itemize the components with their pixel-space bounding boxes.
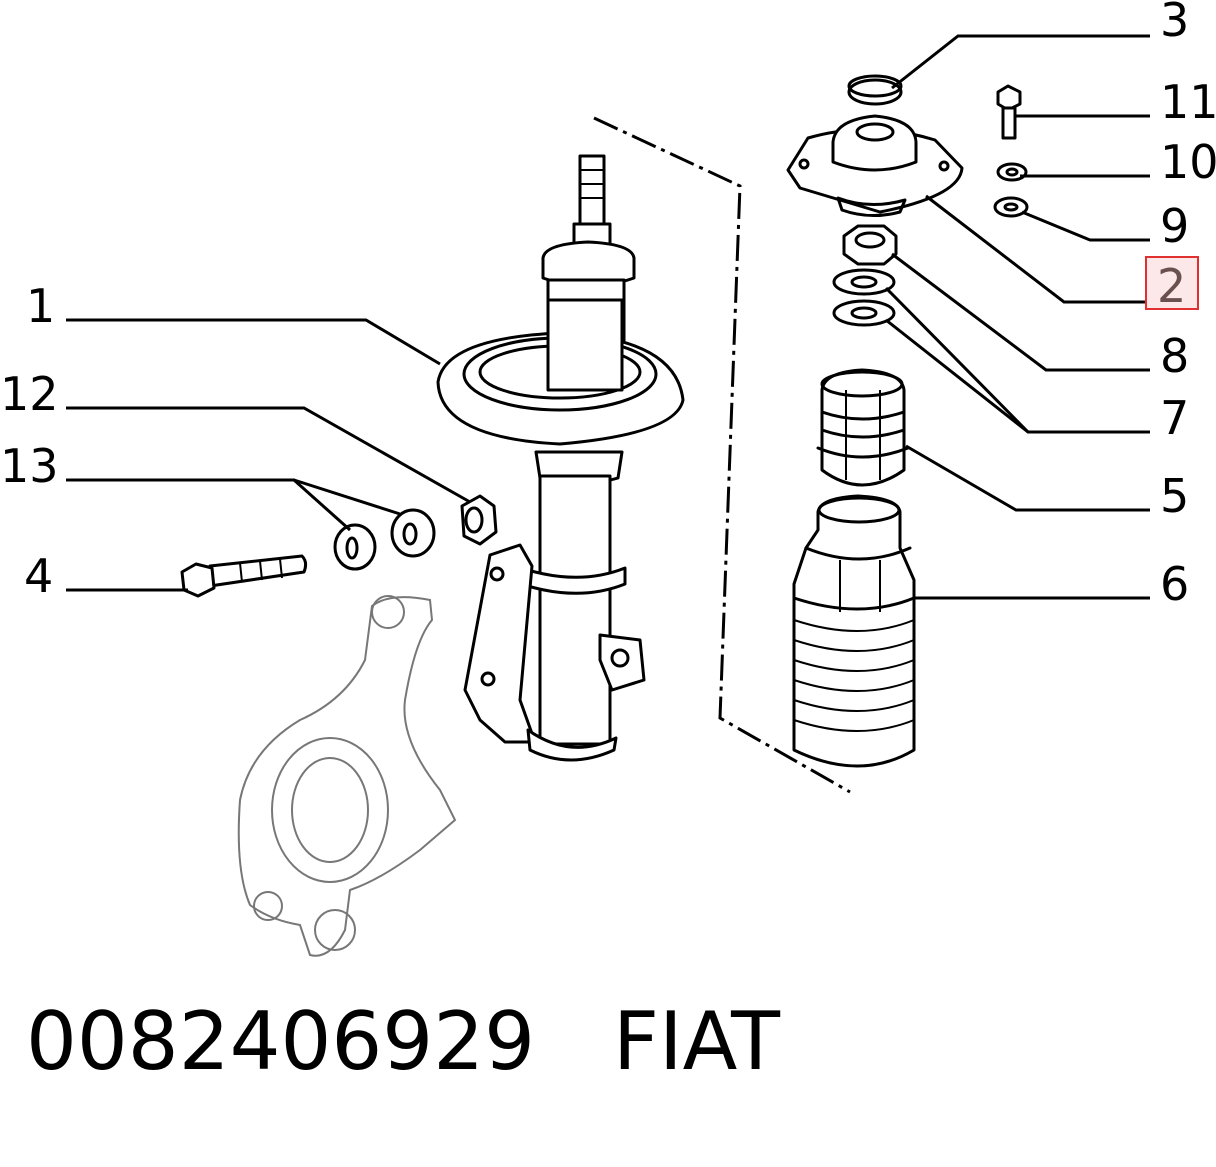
washer-13b xyxy=(390,508,436,558)
bump-stop-5 xyxy=(816,368,910,487)
callout-11: 11 xyxy=(1160,75,1216,129)
steering-knuckle xyxy=(237,595,457,957)
callout-4: 4 xyxy=(24,549,53,603)
part-number: 0082406929 xyxy=(26,995,535,1088)
washer-7a xyxy=(832,268,896,296)
top-strut-mount-2 xyxy=(786,114,964,217)
nut-8 xyxy=(842,224,898,266)
callout-1: 1 xyxy=(26,279,55,333)
leader-8 xyxy=(891,252,1150,372)
leader-13 xyxy=(66,478,351,532)
callout-5: 5 xyxy=(1160,469,1189,523)
leader-5 xyxy=(905,444,1150,512)
nut-12 xyxy=(460,494,498,546)
callout-10: 10 xyxy=(1160,135,1216,189)
bolt-4 xyxy=(180,554,308,598)
leader-7b xyxy=(885,318,1029,434)
cap-3 xyxy=(847,74,903,106)
callout-7: 7 xyxy=(1160,391,1189,445)
callout-9: 9 xyxy=(1160,199,1189,253)
leader-12 xyxy=(66,406,471,504)
dust-boot-6 xyxy=(792,494,916,768)
exploded-strut-diagram: 1 12 13 4 3 11 10 9 2 8 7 5 6 xyxy=(0,0,1216,957)
callout-3: 3 xyxy=(1160,0,1189,47)
washer-7b xyxy=(832,299,896,327)
shock-absorber-strut xyxy=(436,154,685,762)
leader-3 xyxy=(891,34,1150,90)
leader-13b xyxy=(293,478,401,516)
bolt-11 xyxy=(996,84,1022,140)
highlight-box xyxy=(1145,256,1199,310)
callout-13: 13 xyxy=(0,439,59,493)
leader-9 xyxy=(1021,210,1150,242)
washer-9 xyxy=(993,196,1029,218)
callout-12: 12 xyxy=(0,367,59,421)
callout-2[interactable]: 2 xyxy=(1157,259,1186,313)
footer-caption: 0082406929 FIAT xyxy=(26,995,780,1088)
assembly-axis-dashed xyxy=(593,116,851,794)
washer-10 xyxy=(996,162,1028,182)
leader-1 xyxy=(66,318,441,366)
callout-8: 8 xyxy=(1160,329,1189,383)
leader-7 xyxy=(884,286,1150,434)
callout-6: 6 xyxy=(1160,557,1189,611)
leader-2 xyxy=(925,194,1146,304)
brand-name: FIAT xyxy=(612,995,780,1088)
washer-13a xyxy=(333,523,377,571)
